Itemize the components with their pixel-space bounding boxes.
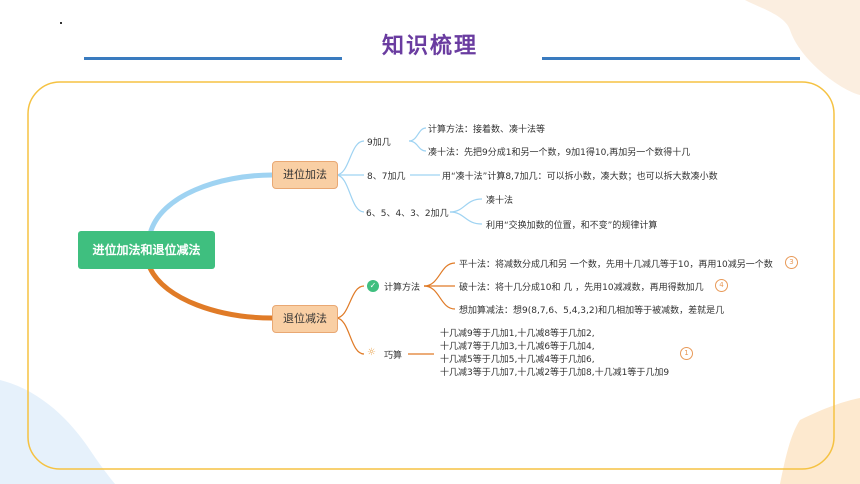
conn-b3-i1 <box>449 198 483 213</box>
badge-4: 4 <box>715 279 728 292</box>
conn-add-b1 <box>335 140 365 176</box>
conn-sub-b2 <box>335 317 365 355</box>
bottom-right-blob <box>780 398 860 484</box>
check-icon: ✓ <box>367 280 379 292</box>
add-b3-item-1: 凑十法 <box>486 196 514 206</box>
add-b1-label: 9加几 <box>367 138 391 148</box>
top-right-blob <box>745 0 860 95</box>
conn-b1-i1 <box>408 127 427 142</box>
title-rule-left <box>84 57 342 60</box>
node-sub: 退位减法 <box>272 305 338 333</box>
shortcut-line-1: 十几减9等于几加1,十几减8等于几加2, <box>440 329 595 339</box>
add-b2-text: 用“凑十法”计算8,7加几：可以拆小数，凑大数；也可以拆大数凑小数 <box>442 172 718 182</box>
frame <box>27 81 835 470</box>
shortcut-line-3: 十几减5等于几加5,十几减4等于几加6, <box>440 355 595 365</box>
title-rule-right <box>542 57 800 60</box>
conn-m-i1 <box>423 262 456 287</box>
sub-b1-item-1: 平十法：将减数分成几和另 一个数，先用十几减几等于10，再用10减另一个数 <box>459 260 773 270</box>
lightbulb-icon: ☼ <box>367 347 376 358</box>
conn-sub-b1 <box>335 285 365 319</box>
conn-add-b3 <box>335 174 365 213</box>
shortcut-lines: 十几减9等于几加1,十几减8等于几加2, 十几减7等于几加3,十几减6等于几加4… <box>440 328 669 380</box>
conn-b3-i2 <box>449 211 483 225</box>
conn-b1-i2 <box>408 140 427 152</box>
branch-add <box>147 172 275 237</box>
sub-b1-item-3: 想加算减法：想9(8,7,6、5,4,3,2)和几相加等于被减数，差就是几 <box>459 306 725 316</box>
shortcut-line-4: 十几减3等于几加7,十几减2等于几加8,十几减1等于几加9 <box>440 368 670 378</box>
shortcut-line-2: 十几减7等于几加3,十几减6等于几加4, <box>440 342 595 352</box>
badge-3: 3 <box>785 256 798 269</box>
add-b3-label: 6、5、4、3、2加几 <box>366 209 449 219</box>
badge-1: 1 <box>680 347 693 360</box>
sub-b1-item-2: 破十法：将十几分成10和 几 ，先用10减减数，再用得数加几 <box>459 283 704 293</box>
root-node: 进位加法和退位减法 <box>78 231 215 269</box>
add-b3-item-2: 利用“交换加数的位置，和不变”的规律计算 <box>486 221 658 231</box>
add-b1-item-2: 凑十法：先把9分成1和另一个数，9加1得10,再加另一个数得十几 <box>428 148 691 158</box>
page-title: 知识梳理 <box>381 34 478 59</box>
branch-sub <box>147 265 275 321</box>
sub-b1-label: 计算方法 <box>384 283 421 293</box>
corner-dot <box>60 22 62 24</box>
add-b2-label: 8、7加几 <box>367 172 406 182</box>
bottom-left-blob <box>0 380 115 484</box>
add-b1-item-1: 计算方法：接着数、凑十法等 <box>428 125 546 135</box>
node-add: 进位加法 <box>272 161 338 189</box>
conn-m-i3 <box>423 285 456 310</box>
sub-b2-label: 巧算 <box>384 351 403 361</box>
